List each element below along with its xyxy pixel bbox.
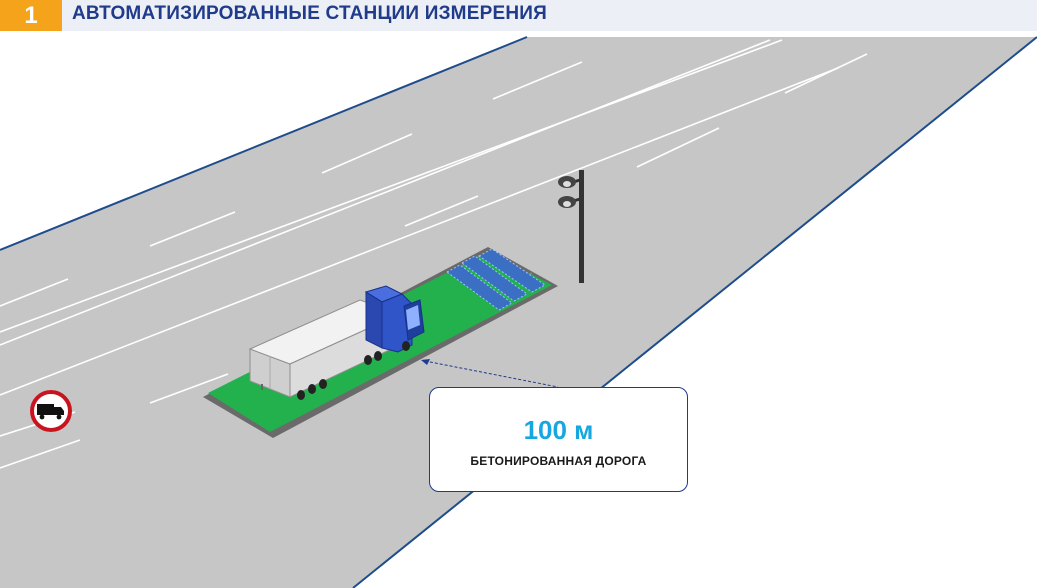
callout-leader-line (424, 360, 559, 388)
length-callout: 100 м БЕТОНИРОВАННАЯ ДОРОГА (429, 387, 688, 492)
truck-wheels (297, 341, 410, 400)
truck-cab (364, 285, 425, 353)
no-trucks-sign-icon (30, 390, 72, 432)
slide-title: АВТОМАТИЗИРОВАННЫЕ СТАНЦИИ ИЗМЕРЕНИЯ (72, 3, 547, 24)
road-right-edge (352, 36, 1037, 588)
slide-header: 1 АВТОМАТИЗИРОВАННЫЕ СТАНЦИИ ИЗМЕРЕНИЯ (0, 0, 1037, 31)
road-left-edge (0, 36, 528, 251)
callout-length-value: 100 м (523, 415, 594, 445)
slide-number-badge: 1 (0, 0, 62, 31)
sensor-strip (461, 255, 528, 302)
weigh-in-motion-sensors (446, 248, 546, 311)
callout-leader-arrow (421, 359, 430, 365)
callout-road-type-label: БЕТОНИРОВАННАЯ ДОРОГА (470, 454, 647, 468)
road-surface (0, 37, 1037, 588)
sensor-strip (446, 264, 513, 311)
camera-pole-icon (558, 170, 584, 283)
road-solid-lines (0, 39, 839, 396)
sensor-strip (478, 248, 546, 293)
